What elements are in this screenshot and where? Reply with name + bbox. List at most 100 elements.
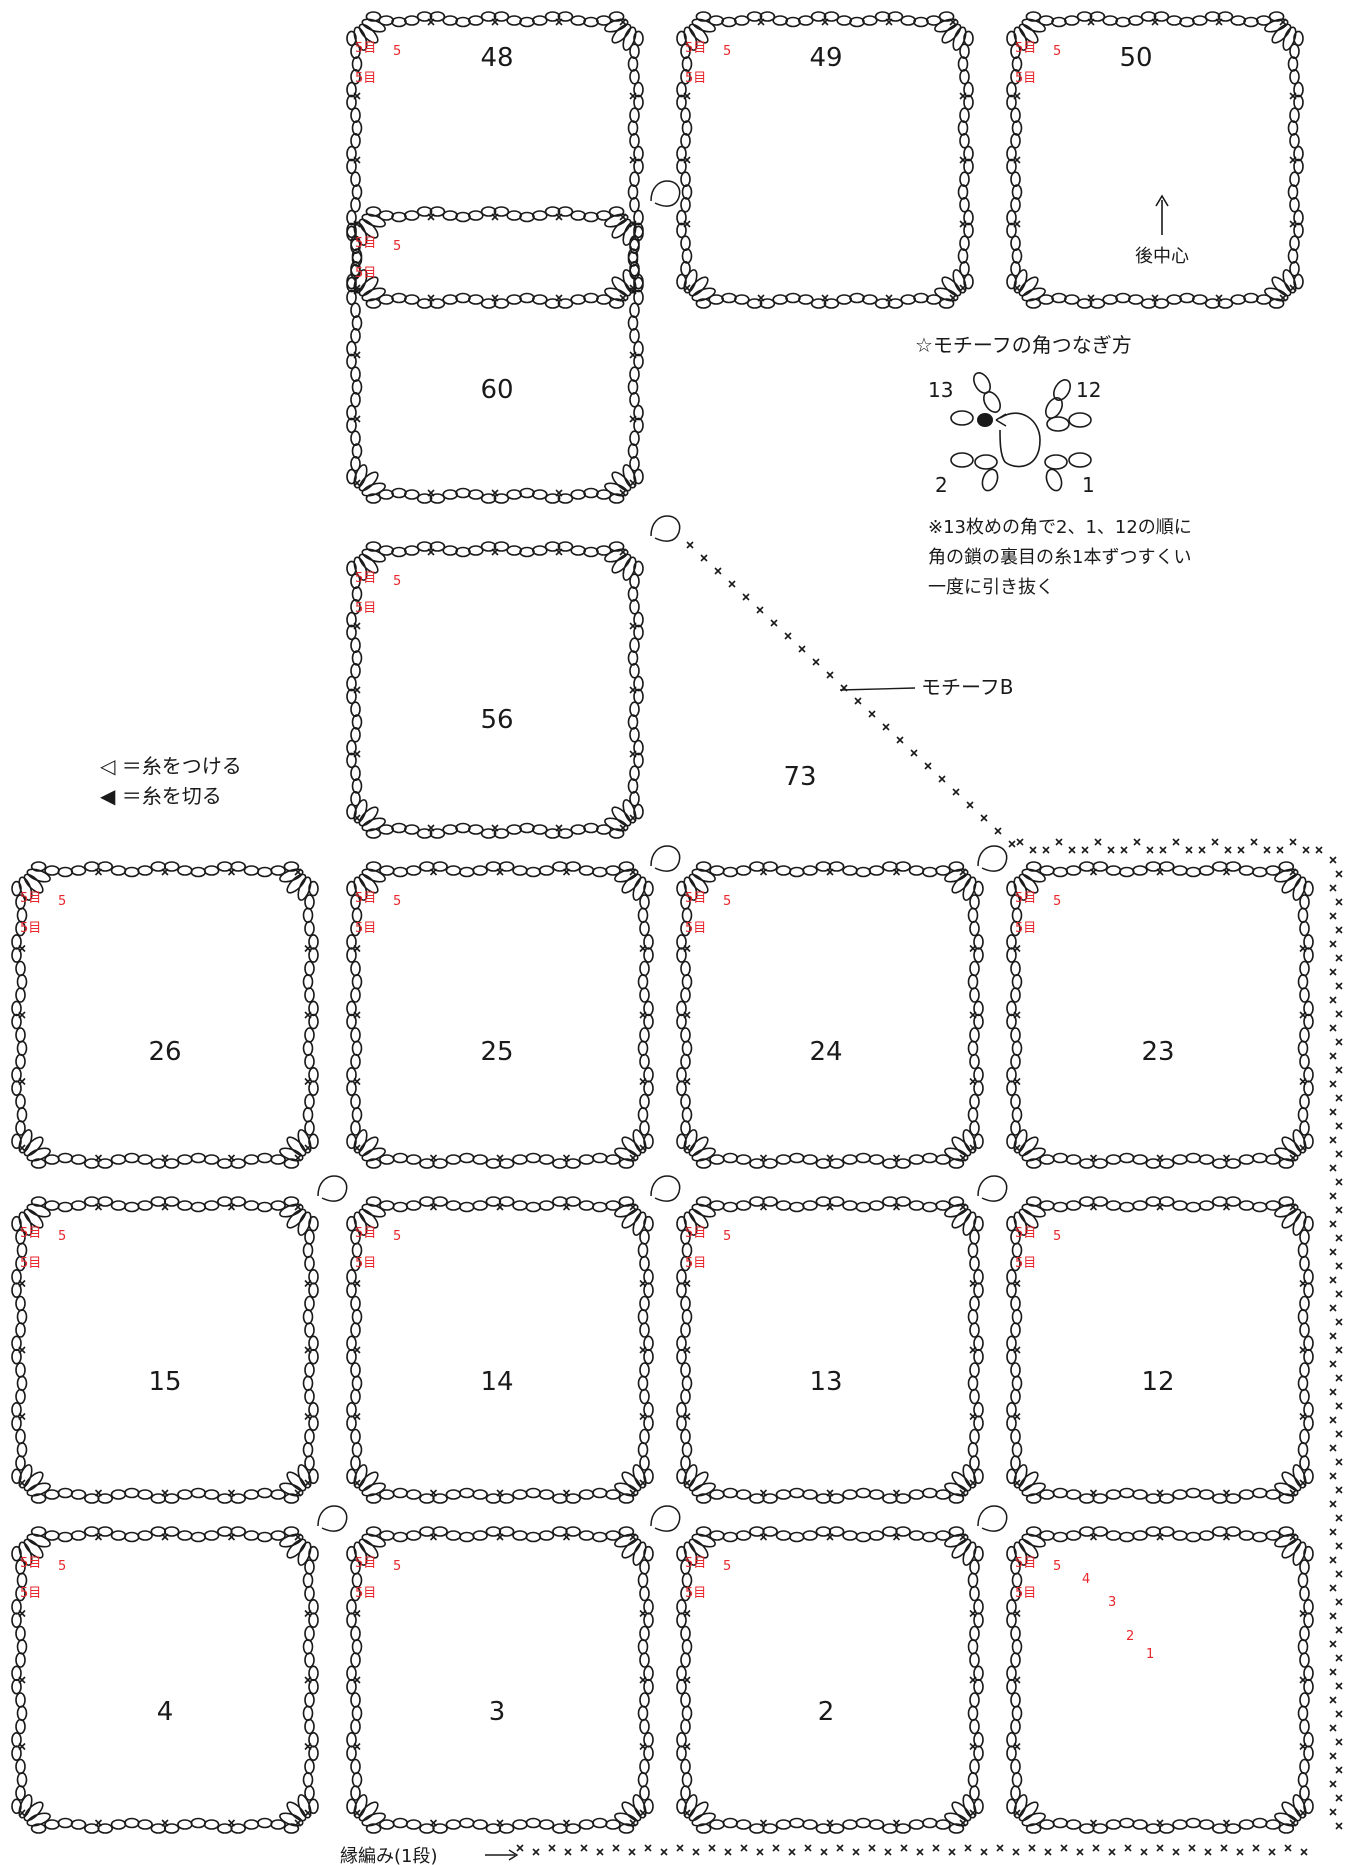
motif-number-56: 56 bbox=[480, 705, 513, 735]
stitch-count-label: 5目 bbox=[355, 71, 376, 86]
join-loop bbox=[977, 1505, 1008, 1532]
stitch-count-short: 5 bbox=[1053, 1229, 1061, 1244]
stitch-count-label: 5目 bbox=[685, 891, 706, 906]
motif-b-label: モチーフB bbox=[921, 675, 1014, 699]
edging-label: 縁編み(1段) bbox=[340, 1846, 438, 1865]
stitch-count-label: 5目 bbox=[685, 921, 706, 936]
corner-join-title: ☆モチーフの角つなぎ方 bbox=[915, 333, 1132, 357]
stitch-count-label: 5目 bbox=[20, 1556, 41, 1571]
stitch-count-label: 5目 bbox=[1015, 1256, 1036, 1271]
stitch-count-label: 5目 bbox=[1015, 921, 1036, 936]
motif-square: 5目 5目 5 bbox=[346, 1196, 654, 1504]
motif-square: 5目 5目 5 bbox=[676, 861, 984, 1169]
motif-number-24: 24 bbox=[809, 1037, 842, 1067]
stitch-count-label: 5目 bbox=[1015, 41, 1036, 56]
stitch-count-label: 5目 bbox=[1015, 71, 1036, 86]
stitch-count-label: 5目 bbox=[355, 1586, 376, 1601]
corner-join-note-2: 角の鎖の裏目の糸1本ずつすくい bbox=[928, 547, 1191, 568]
round-number-3: 3 bbox=[1108, 1595, 1116, 1610]
stitch-count-label: 5目 bbox=[355, 601, 376, 616]
motif-number-15: 15 bbox=[148, 1367, 181, 1397]
motif-square: 5目 5目 5 bbox=[11, 1526, 319, 1834]
motif-square: 5目 5目 5 bbox=[1006, 1526, 1314, 1834]
stitch-count-short: 5 bbox=[393, 574, 401, 589]
motif-square: 5目 5目 5 bbox=[676, 1526, 984, 1834]
motif-number-2: 2 bbox=[818, 1697, 835, 1727]
stitch-count-label: 5目 bbox=[685, 71, 706, 86]
stitch-count-short: 5 bbox=[1053, 894, 1061, 909]
stitch-count-label: 5目 bbox=[20, 1586, 41, 1601]
motif-square: 5目 5目 5 bbox=[346, 541, 644, 839]
corner-join-illustration: 13 12 2 1 bbox=[928, 372, 1101, 497]
stitch-count-label: 5目 bbox=[685, 1256, 706, 1271]
motif-detail-rounds: 1 2 3 4 bbox=[1082, 1572, 1154, 1662]
join-loop bbox=[317, 1175, 348, 1202]
stitch-count-short: 5 bbox=[1053, 44, 1061, 59]
stitch-count-label: 5目 bbox=[355, 891, 376, 906]
edging-arrowhead bbox=[508, 1849, 519, 1861]
stitch-count-label: 5目 bbox=[1015, 1226, 1036, 1241]
motif-squares: 5目 5目 5 5目 5目 5 5目 5目 5 5目 5目 5 5目 5目 5 5目 5目 5 5目 5目 5 5目 5目 5… bbox=[11, 11, 1314, 1834]
motif-number-25: 25 bbox=[480, 1037, 513, 1067]
motif-number-14: 14 bbox=[480, 1367, 513, 1397]
stitch-count-label: 5目 bbox=[685, 1556, 706, 1571]
stitch-count-short: 5 bbox=[723, 894, 731, 909]
stitch-count-short: 5 bbox=[723, 1559, 731, 1574]
motif-number-23: 23 bbox=[1141, 1037, 1174, 1067]
legend-cut: ◀ ＝糸を切る bbox=[100, 784, 222, 808]
corner-join-number-13: 13 bbox=[928, 378, 953, 402]
stitch-count-short: 5 bbox=[393, 1559, 401, 1574]
stitch-count-label: 5目 bbox=[355, 41, 376, 56]
back-center-label: 後中心 bbox=[1135, 246, 1189, 267]
stitch-count-label: 5目 bbox=[355, 1256, 376, 1271]
join-loop bbox=[650, 1175, 681, 1202]
edging-stitches bbox=[516, 541, 1343, 1856]
stitch-count-label: 5目 bbox=[20, 921, 41, 936]
stitch-count-short: 5 bbox=[58, 894, 66, 909]
stitch-count-label: 5目 bbox=[20, 1256, 41, 1271]
motif-number-4: 4 bbox=[157, 1697, 174, 1727]
motif-number-50: 50 bbox=[1119, 43, 1152, 73]
stitch-count-short: 5 bbox=[723, 1229, 731, 1244]
stitch-count-label: 5目 bbox=[685, 1226, 706, 1241]
join-loop bbox=[317, 1505, 348, 1532]
join-loop bbox=[650, 180, 681, 207]
motif-number-60: 60 bbox=[480, 375, 513, 405]
stitch-count-short: 5 bbox=[58, 1559, 66, 1574]
stitch-count-label: 5目 bbox=[355, 266, 376, 281]
round-number-1: 1 bbox=[1146, 1647, 1154, 1662]
join-loop bbox=[977, 845, 1008, 872]
corner-join-number-1: 1 bbox=[1082, 473, 1095, 497]
join-loop bbox=[650, 515, 681, 542]
stitch-count-short: 5 bbox=[58, 1229, 66, 1244]
stitch-count-label: 5目 bbox=[355, 571, 376, 586]
motif-number-49: 49 bbox=[809, 43, 842, 73]
motif-number-12: 12 bbox=[1141, 1367, 1174, 1397]
stitch-count-short: 5 bbox=[393, 44, 401, 59]
stitch-count-label: 5目 bbox=[355, 1226, 376, 1241]
legend-attach: ◁ ＝糸をつける bbox=[99, 754, 242, 778]
motif-square: 5目 5目 5 bbox=[676, 1196, 984, 1504]
stitch-count-short: 5 bbox=[393, 894, 401, 909]
back-center-arrowhead bbox=[1155, 194, 1169, 207]
corner-join-number-12: 12 bbox=[1076, 378, 1101, 402]
stitch-count-label: 5目 bbox=[1015, 1556, 1036, 1571]
stitch-count-short: 5 bbox=[723, 44, 731, 59]
motif-b-pointer bbox=[839, 687, 916, 691]
corner-join-note-1: ※13枚めの角で2、1、12の順に bbox=[928, 517, 1192, 538]
stitch-count-short: 5 bbox=[393, 1229, 401, 1244]
stitch-count-label: 5目 bbox=[1015, 1586, 1036, 1601]
stitch-count-short: 5 bbox=[1053, 1559, 1061, 1574]
join-loops bbox=[317, 180, 1008, 1532]
motif-number-48: 48 bbox=[480, 43, 513, 73]
stitch-count-label: 5目 bbox=[685, 1586, 706, 1601]
motif-square: 5目 5目 5 bbox=[1006, 11, 1304, 309]
corner-join-number-2: 2 bbox=[935, 473, 948, 497]
